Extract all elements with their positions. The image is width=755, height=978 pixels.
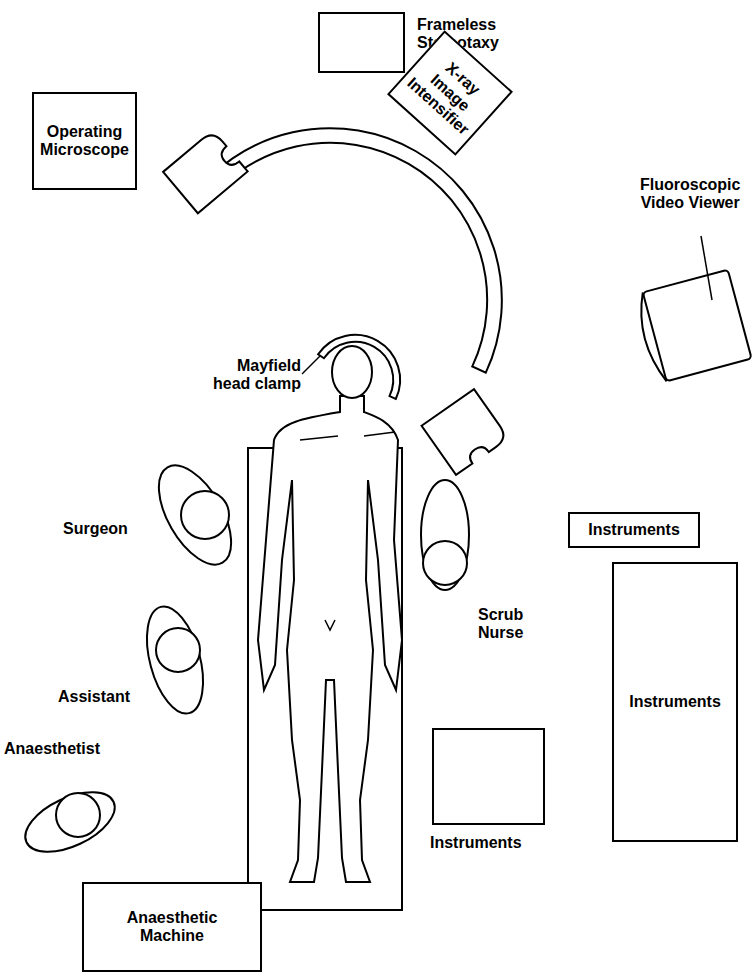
leader-line — [302, 356, 320, 374]
person-label: Surgeon — [63, 520, 128, 538]
anaesthetic-machine: Anaesthetic Machine — [82, 882, 262, 972]
clamp-label: Mayfield head clamp — [206, 357, 301, 394]
scrub-nurse-figure — [421, 480, 469, 590]
instrument-table: Instruments — [568, 512, 700, 548]
microscope-box: Operating Microscope — [32, 92, 137, 190]
box-label: Operating Microscope — [40, 123, 129, 160]
box-label: Anaesthetic Machine — [127, 909, 218, 946]
patient-head — [332, 346, 372, 398]
leader-line — [701, 236, 712, 300]
monitor-label: Fluoroscopic Video Viewer — [640, 176, 740, 213]
person-label: Anaesthetist — [4, 740, 100, 758]
person-label: Assistant — [58, 688, 130, 706]
patient-body — [258, 396, 402, 882]
surgeon-figure — [144, 454, 246, 576]
instrument-table: Instruments — [432, 728, 545, 825]
box-label: X-ray Image Intensifier — [403, 47, 497, 139]
box-label: Instruments — [588, 521, 680, 539]
anaesthetist-figure — [16, 780, 123, 864]
x-ray-source — [422, 389, 509, 475]
person-label: Scrub Nurse — [478, 606, 523, 643]
body-lines — [300, 432, 395, 630]
x-ray-detector — [163, 130, 248, 213]
head-clamp — [318, 335, 400, 399]
box-label: Instruments — [629, 693, 721, 711]
stereotaxy-box: Frameless Stereotaxy — [318, 12, 405, 73]
instrument-table: Instruments — [612, 562, 738, 842]
box-label: Instruments — [430, 834, 522, 852]
assistant-figure — [137, 600, 214, 719]
video-monitor — [633, 270, 751, 384]
